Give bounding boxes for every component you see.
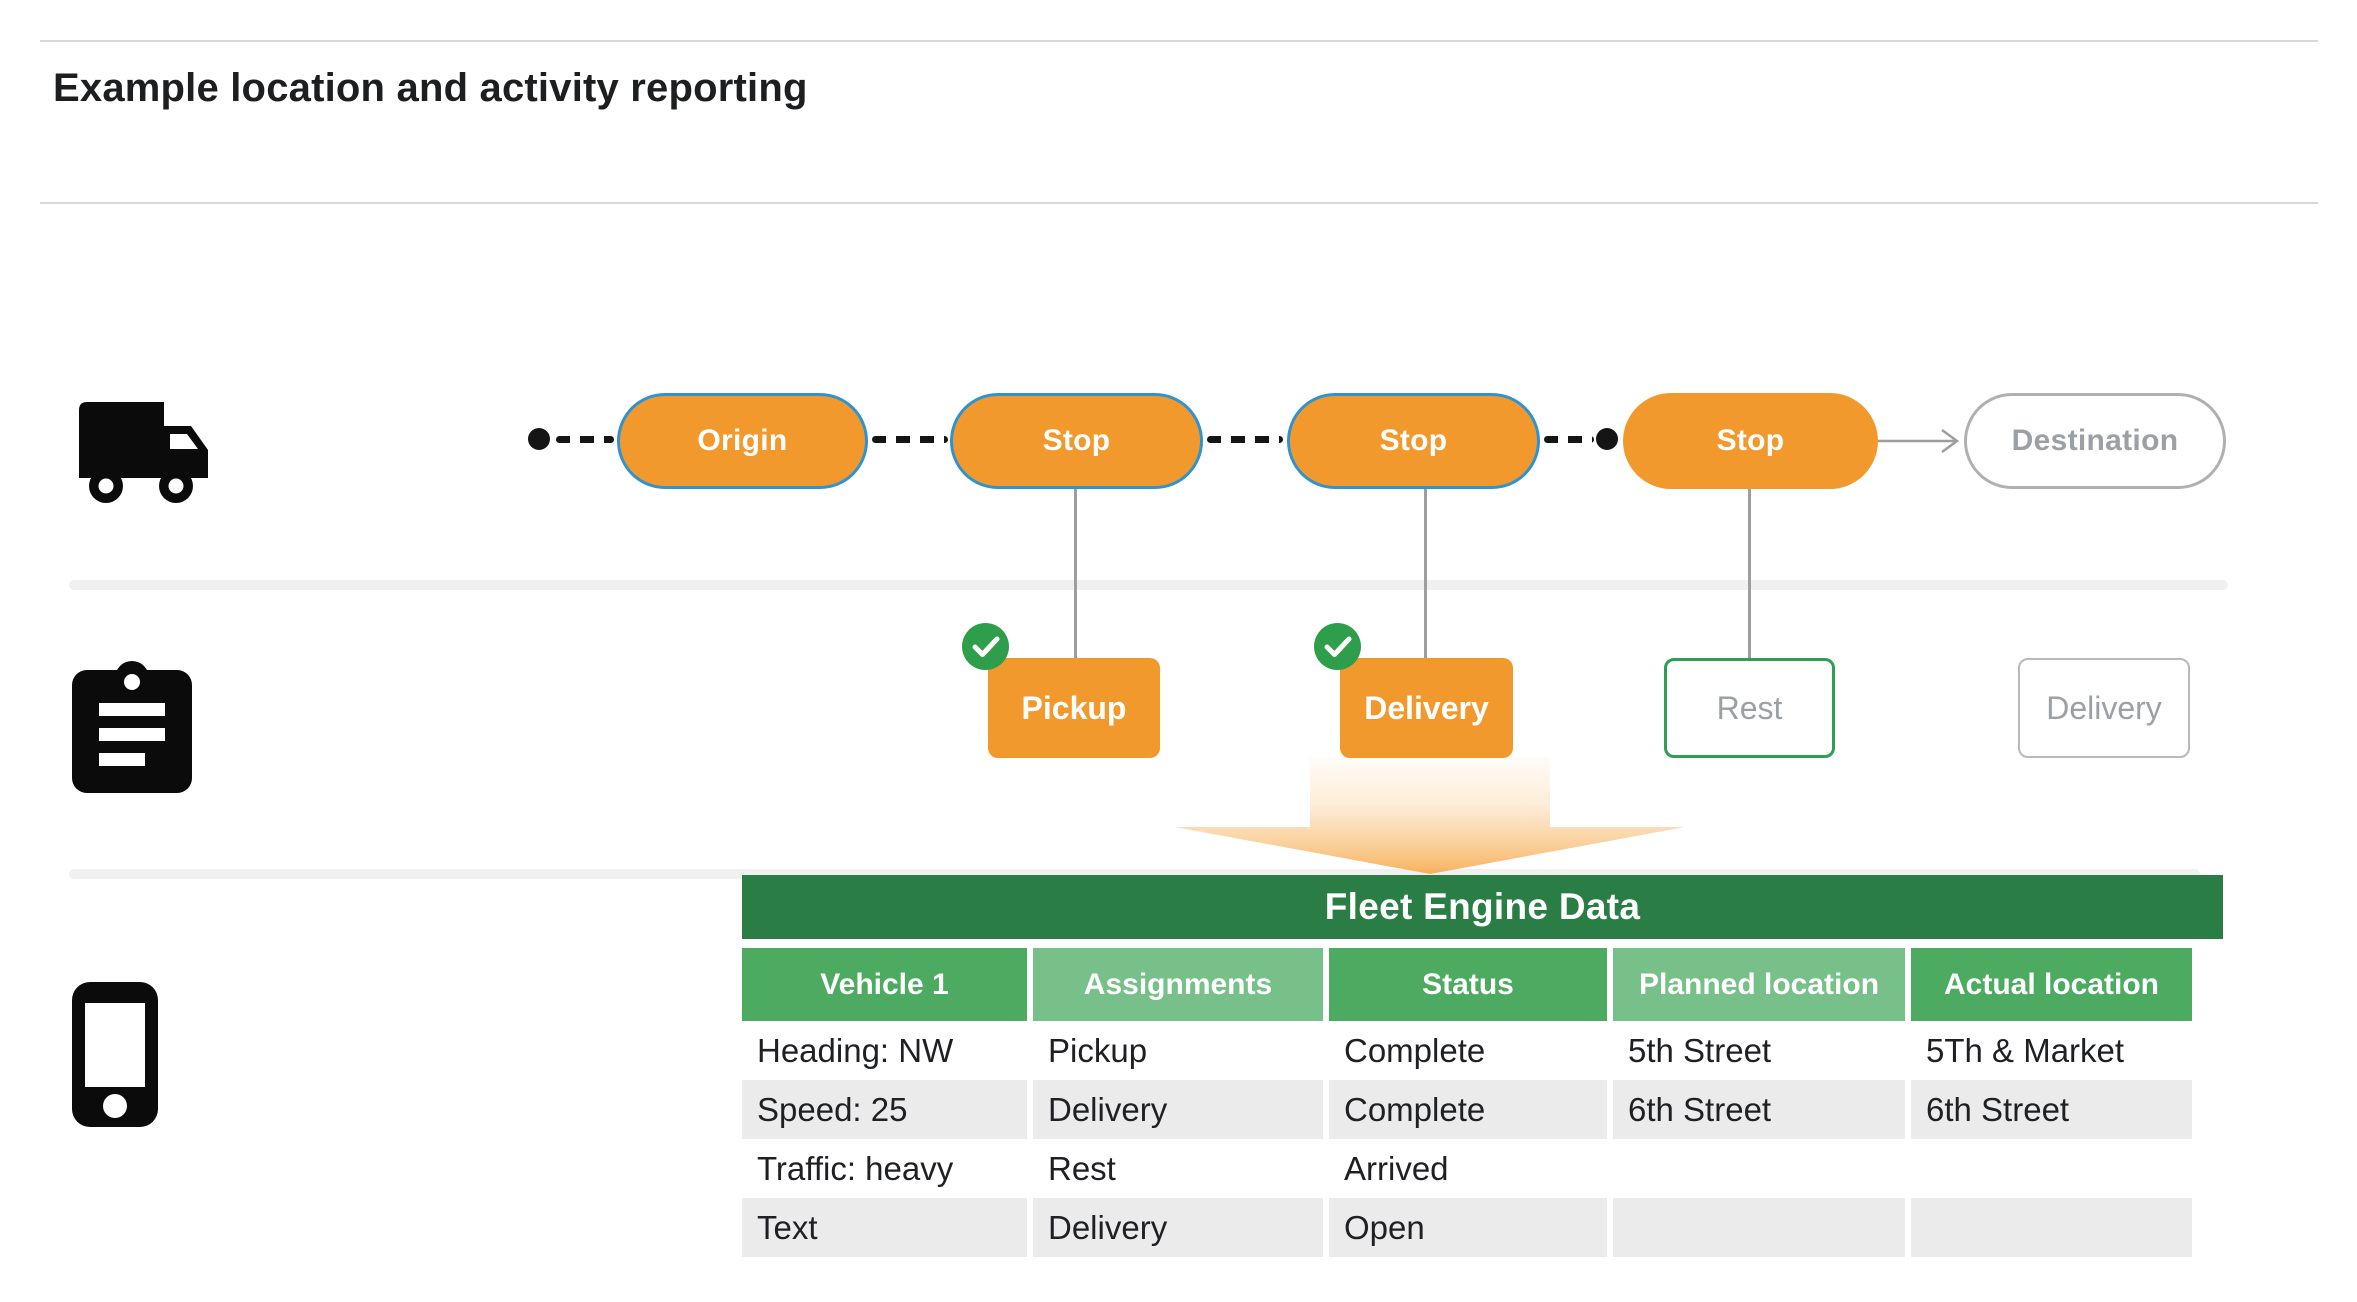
- table-cell: Arrived: [1344, 1150, 1449, 1187]
- route-connector-line: [1748, 489, 1751, 658]
- table-cell: 5th Street: [1628, 1032, 1772, 1069]
- table-cell: Heading: NW: [757, 1032, 954, 1069]
- route-stop-stop-1: Stop: [950, 393, 1203, 489]
- table-cell: 6th Street: [1911, 1080, 2192, 1139]
- route-dash-segment: [556, 436, 614, 443]
- route-stop-label: Stop: [1379, 424, 1448, 457]
- activity-label: Rest: [1716, 689, 1783, 726]
- table-cell: Traffic: heavy: [757, 1150, 954, 1187]
- table-cell: [1613, 1139, 1905, 1198]
- title-rule-top: [40, 40, 2318, 42]
- table-cell: Delivery: [1033, 1080, 1323, 1139]
- table-row: Traffic: heavy Rest Arrived: [742, 1139, 2223, 1198]
- route-stop-label: Stop: [1716, 424, 1785, 457]
- route-waypoint-dot: [1596, 428, 1618, 450]
- page-title: Example location and activity reporting: [53, 66, 808, 110]
- activity-label: Pickup: [1021, 689, 1127, 726]
- activity-box-pickup: Pickup: [962, 623, 1160, 758]
- route-stop-label: Destination: [2011, 424, 2179, 457]
- table-cell: Open: [1329, 1198, 1607, 1257]
- separator-line: [69, 869, 2200, 879]
- column-header: Actual location: [1911, 948, 2192, 1021]
- column-header: Vehicle 1: [742, 948, 1027, 1021]
- separator-line: [69, 580, 2228, 590]
- table-cell: [1911, 1198, 2192, 1257]
- table-cell: Text: [742, 1198, 1027, 1257]
- table-title: Fleet Engine Data: [742, 875, 2223, 939]
- table-cell: Speed: 25: [742, 1080, 1027, 1139]
- activity-label: Delivery: [1364, 689, 1489, 726]
- route-stop-label: Stop: [1042, 424, 1111, 457]
- title-rule-bottom: [40, 202, 2318, 204]
- activity-box-rest: Rest: [1664, 658, 1835, 758]
- table-cell: Delivery: [1033, 1198, 1323, 1257]
- column-header: Planned location: [1613, 948, 1905, 1021]
- truck-icon: [79, 402, 208, 503]
- column-header: Assignments: [1033, 948, 1323, 1021]
- table-cell: Complete: [1329, 1080, 1607, 1139]
- route-stop-stop-2: Stop: [1287, 393, 1540, 489]
- route-dash-segment: [872, 436, 948, 443]
- down-arrow-gradient: [1175, 757, 1685, 874]
- table-cell: Rest: [1048, 1150, 1116, 1187]
- destination-arrow-icon: [1878, 428, 1960, 454]
- route-stop-stop-3: Stop: [1623, 393, 1878, 489]
- clipboard-icon: [72, 661, 192, 793]
- route-stop-destination: Destination: [1964, 393, 2226, 489]
- table-row: Heading: NW Pickup Complete 5th Street 5Th &…: [742, 1021, 2223, 1080]
- column-header: Status: [1329, 948, 1607, 1021]
- smartphone-icon: [72, 982, 158, 1127]
- table-cell: [1613, 1198, 1905, 1257]
- activity-box-delivery-1: Delivery: [1314, 623, 1513, 758]
- route-connector-line: [1074, 489, 1077, 658]
- table-cell: 6th Street: [1613, 1080, 1905, 1139]
- table-cell: Complete: [1344, 1032, 1486, 1069]
- route-dash-segment: [1544, 436, 1594, 443]
- table-cell: 5Th & Market: [1926, 1032, 2125, 1069]
- activity-label: Delivery: [2046, 689, 2162, 726]
- check-icon: [1314, 623, 1361, 670]
- check-icon: [962, 623, 1009, 670]
- route-stop-label: Origin: [697, 424, 788, 457]
- table-cell: Pickup: [1048, 1032, 1148, 1069]
- table-cell: [1911, 1139, 2192, 1198]
- route-stop-origin: Origin: [617, 393, 868, 489]
- route-dash-segment: [1207, 436, 1283, 443]
- route-start-dot: [528, 428, 550, 450]
- route-connector-line: [1424, 489, 1427, 658]
- activity-box-delivery-2: Delivery: [2018, 658, 2190, 758]
